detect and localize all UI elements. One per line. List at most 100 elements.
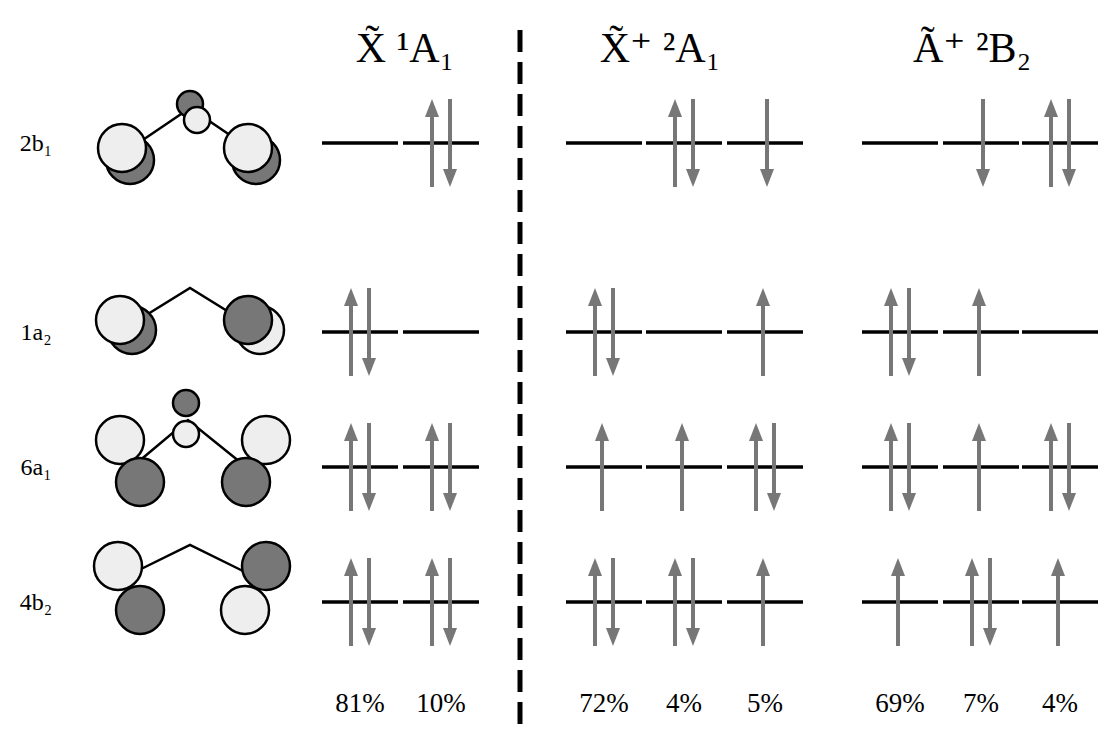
electron-arrow bbox=[1067, 99, 1071, 169]
arrow-head bbox=[902, 493, 916, 511]
electron-arrow bbox=[430, 576, 434, 646]
electron-arrow bbox=[981, 99, 985, 169]
electron-arrow bbox=[1049, 117, 1053, 187]
energy-level bbox=[862, 141, 938, 145]
arrow-head bbox=[425, 99, 439, 117]
arrow-head bbox=[362, 493, 376, 511]
arrow-head bbox=[756, 558, 770, 576]
electron-arrow bbox=[367, 423, 371, 493]
energy-level bbox=[322, 465, 398, 469]
energy-level bbox=[646, 330, 722, 334]
energy-level bbox=[862, 330, 938, 334]
arrow-head bbox=[756, 288, 770, 306]
energy-level bbox=[566, 141, 642, 145]
electron-arrow bbox=[977, 441, 981, 511]
arrow-head bbox=[443, 628, 457, 646]
arrow-head bbox=[588, 558, 602, 576]
electron-arrow bbox=[772, 423, 776, 493]
electron-arrow bbox=[977, 306, 981, 376]
weight-percent: 10% bbox=[416, 690, 466, 717]
divider-line bbox=[518, 30, 523, 729]
orbital-label: 4b₂ bbox=[20, 590, 52, 614]
arrow-head bbox=[675, 423, 689, 441]
electron-arrow bbox=[593, 576, 597, 646]
electron-arrow bbox=[1067, 423, 1071, 493]
electron-arrow bbox=[349, 576, 353, 646]
arrow-head bbox=[902, 358, 916, 376]
electron-arrow bbox=[611, 558, 615, 628]
arrow-head bbox=[686, 628, 700, 646]
electron-arrow bbox=[673, 117, 677, 187]
weight-percent: 72% bbox=[579, 690, 629, 717]
electron-arrow bbox=[691, 558, 695, 628]
electron-arrow bbox=[349, 441, 353, 511]
state-label: X̃⁺ ²A₁ bbox=[600, 27, 721, 69]
arrow-head bbox=[972, 288, 986, 306]
orbital-6a1 bbox=[96, 390, 290, 506]
arrow-head bbox=[344, 558, 358, 576]
electron-arrow bbox=[430, 441, 434, 511]
arrow-head bbox=[588, 288, 602, 306]
arrow-head bbox=[749, 423, 763, 441]
arrow-head bbox=[1062, 493, 1076, 511]
orbital-label: 1a₂ bbox=[20, 320, 51, 344]
arrow-head bbox=[884, 423, 898, 441]
arrow-head bbox=[760, 169, 774, 187]
arrow-head bbox=[1062, 169, 1076, 187]
arrow-head bbox=[606, 358, 620, 376]
arrow-head bbox=[884, 288, 898, 306]
energy-level bbox=[403, 465, 479, 469]
arrow-head bbox=[668, 99, 682, 117]
electron-arrow bbox=[765, 99, 769, 169]
electron-arrow bbox=[448, 423, 452, 493]
arrow-head bbox=[362, 358, 376, 376]
molecule-orbitals bbox=[94, 91, 290, 634]
arrow-head bbox=[1044, 99, 1058, 117]
energy-levels bbox=[322, 99, 1098, 646]
energy-level bbox=[566, 600, 642, 604]
energy-level bbox=[646, 141, 722, 145]
energy-level bbox=[646, 600, 722, 604]
arrow-head bbox=[344, 423, 358, 441]
energy-level bbox=[862, 465, 938, 469]
energy-level bbox=[1022, 330, 1098, 334]
arrow-head bbox=[344, 288, 358, 306]
electron-arrow bbox=[673, 576, 677, 646]
energy-level bbox=[1022, 141, 1098, 145]
electron-arrow bbox=[367, 558, 371, 628]
arrow-head bbox=[1051, 558, 1065, 576]
arrow-head bbox=[976, 169, 990, 187]
arrow-head bbox=[668, 558, 682, 576]
orbital-1a2 bbox=[96, 288, 284, 354]
electron-arrow bbox=[1056, 576, 1060, 646]
electron-arrow bbox=[761, 306, 765, 376]
energy-level bbox=[403, 330, 479, 334]
arrow-head bbox=[595, 423, 609, 441]
state-label: X̃ ¹A₁ bbox=[356, 27, 454, 69]
orbital-4b2 bbox=[94, 542, 290, 634]
electron-arrow bbox=[1049, 441, 1053, 511]
energy-level bbox=[727, 465, 803, 469]
state-label: Ã⁺ ²B₂ bbox=[913, 27, 1031, 69]
electron-arrow bbox=[680, 441, 684, 511]
arrow-head bbox=[1044, 423, 1058, 441]
arrow-head bbox=[965, 558, 979, 576]
electron-arrow bbox=[611, 288, 615, 358]
electron-arrow bbox=[430, 117, 434, 187]
electron-arrow bbox=[896, 576, 900, 646]
electron-arrow bbox=[600, 441, 604, 511]
electron-arrow bbox=[907, 288, 911, 358]
weight-percent: 7% bbox=[963, 690, 999, 717]
arrow-head bbox=[425, 423, 439, 441]
arrow-head bbox=[972, 423, 986, 441]
energy-level bbox=[943, 600, 1019, 604]
arrow-head bbox=[891, 558, 905, 576]
electron-arrow bbox=[349, 306, 353, 376]
electron-arrow bbox=[448, 558, 452, 628]
energy-level bbox=[566, 330, 642, 334]
orbital-2b1 bbox=[98, 91, 280, 184]
arrow-head bbox=[606, 628, 620, 646]
energy-level bbox=[403, 141, 479, 145]
